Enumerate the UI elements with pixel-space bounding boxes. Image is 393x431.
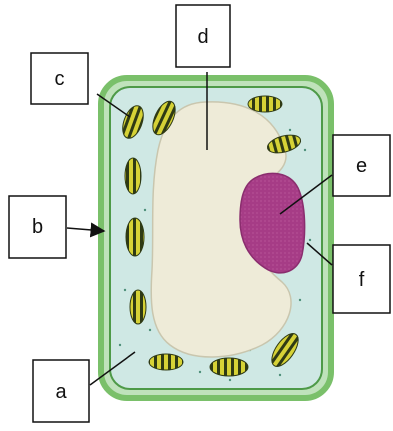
chloroplast — [126, 218, 144, 256]
chloroplast — [210, 358, 248, 376]
chloroplast — [125, 158, 141, 194]
label-e: e — [356, 155, 367, 177]
label-a: a — [55, 381, 67, 403]
label-box-a: a — [33, 360, 89, 422]
label-box-b: b — [9, 196, 66, 258]
chloroplast — [248, 96, 282, 112]
label-box-c: c — [31, 53, 88, 104]
label-b: b — [32, 216, 43, 238]
chloroplast — [130, 290, 146, 324]
label-f: f — [359, 269, 365, 291]
label-d: d — [197, 26, 208, 48]
label-box-e: e — [333, 135, 390, 196]
chloroplast — [149, 354, 183, 370]
label-box-d: d — [176, 5, 230, 67]
label-c: c — [55, 68, 65, 90]
label-box-f: f — [333, 245, 390, 313]
